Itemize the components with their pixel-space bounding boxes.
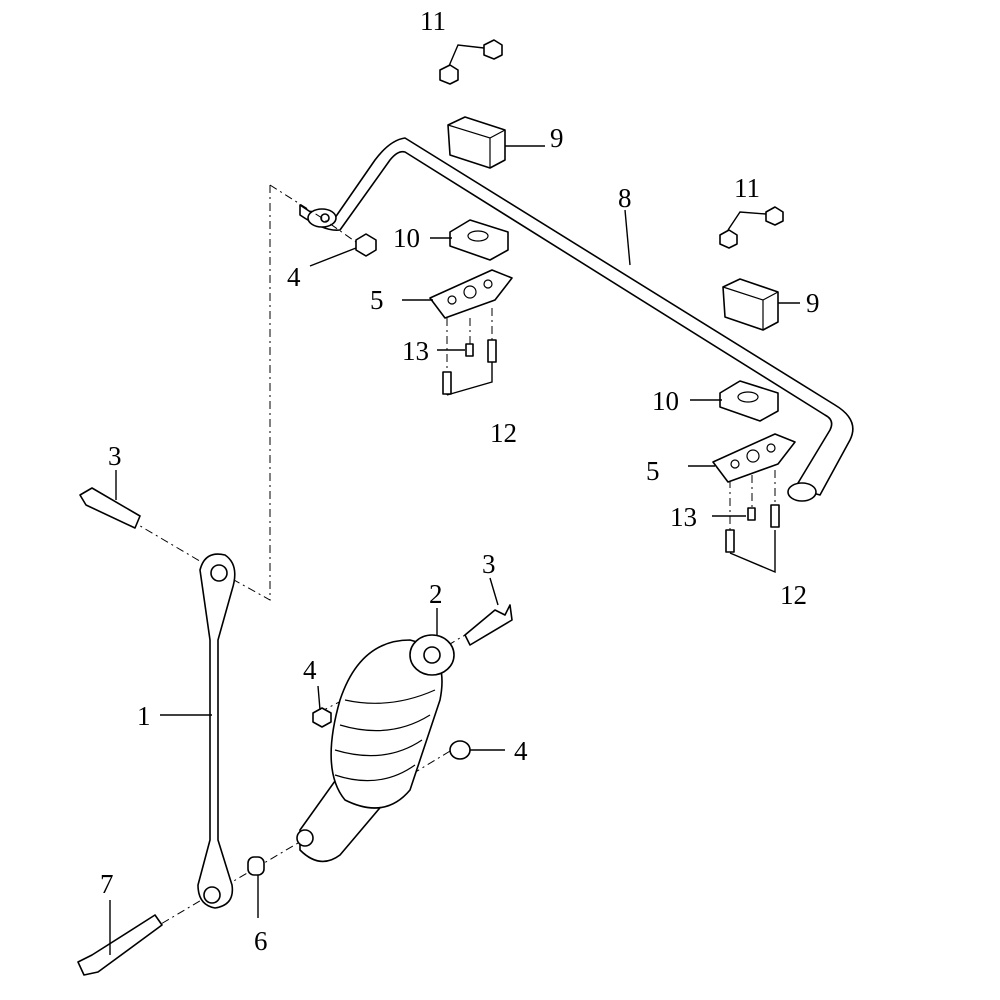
callout-12: 12	[490, 418, 517, 448]
callout-13: 13	[670, 502, 697, 532]
nut-shock-right	[449, 740, 471, 760]
holder-left	[449, 219, 509, 261]
callout-9: 9	[550, 123, 564, 153]
bracket-right	[712, 433, 796, 483]
bolts-left	[442, 339, 497, 395]
bolt-upper-right	[464, 604, 513, 646]
bolt-lower	[77, 914, 163, 976]
callout-4: 4	[303, 655, 317, 685]
callout-4: 4	[514, 736, 528, 766]
shock-absorber	[296, 634, 455, 863]
nuts-top-right	[719, 206, 784, 249]
callout-7: 7	[100, 869, 114, 899]
link-rod	[197, 553, 236, 909]
callout-8: 8	[618, 183, 632, 213]
callout-10: 10	[393, 223, 420, 253]
callout-2: 2	[429, 579, 443, 609]
callout-13: 13	[402, 336, 429, 366]
spacer	[247, 856, 265, 876]
callout-12: 12	[780, 580, 807, 610]
callout-3: 3	[482, 549, 496, 579]
bushing-upper-left	[447, 116, 506, 169]
leader-lines	[109, 145, 800, 955]
nut-shock-left	[312, 707, 332, 728]
callout-6: 6	[254, 926, 268, 956]
callout-5: 5	[370, 285, 384, 315]
bushing-upper-right	[722, 278, 779, 331]
bracket-left	[429, 269, 513, 319]
callout-1: 1	[137, 701, 151, 731]
bolt-upper-left	[79, 487, 141, 529]
nut-bar-end	[355, 233, 377, 257]
holder-right	[719, 380, 779, 422]
callout-11: 11	[420, 6, 446, 36]
callout-11: 11	[734, 173, 760, 203]
callout-4: 4	[287, 262, 301, 292]
callout-10: 10	[652, 386, 679, 416]
nuts-top-left	[439, 39, 503, 85]
callout-3: 3	[108, 441, 122, 471]
bolts-right	[725, 504, 780, 553]
callout-5: 5	[646, 456, 660, 486]
callout-9: 9	[806, 288, 820, 318]
